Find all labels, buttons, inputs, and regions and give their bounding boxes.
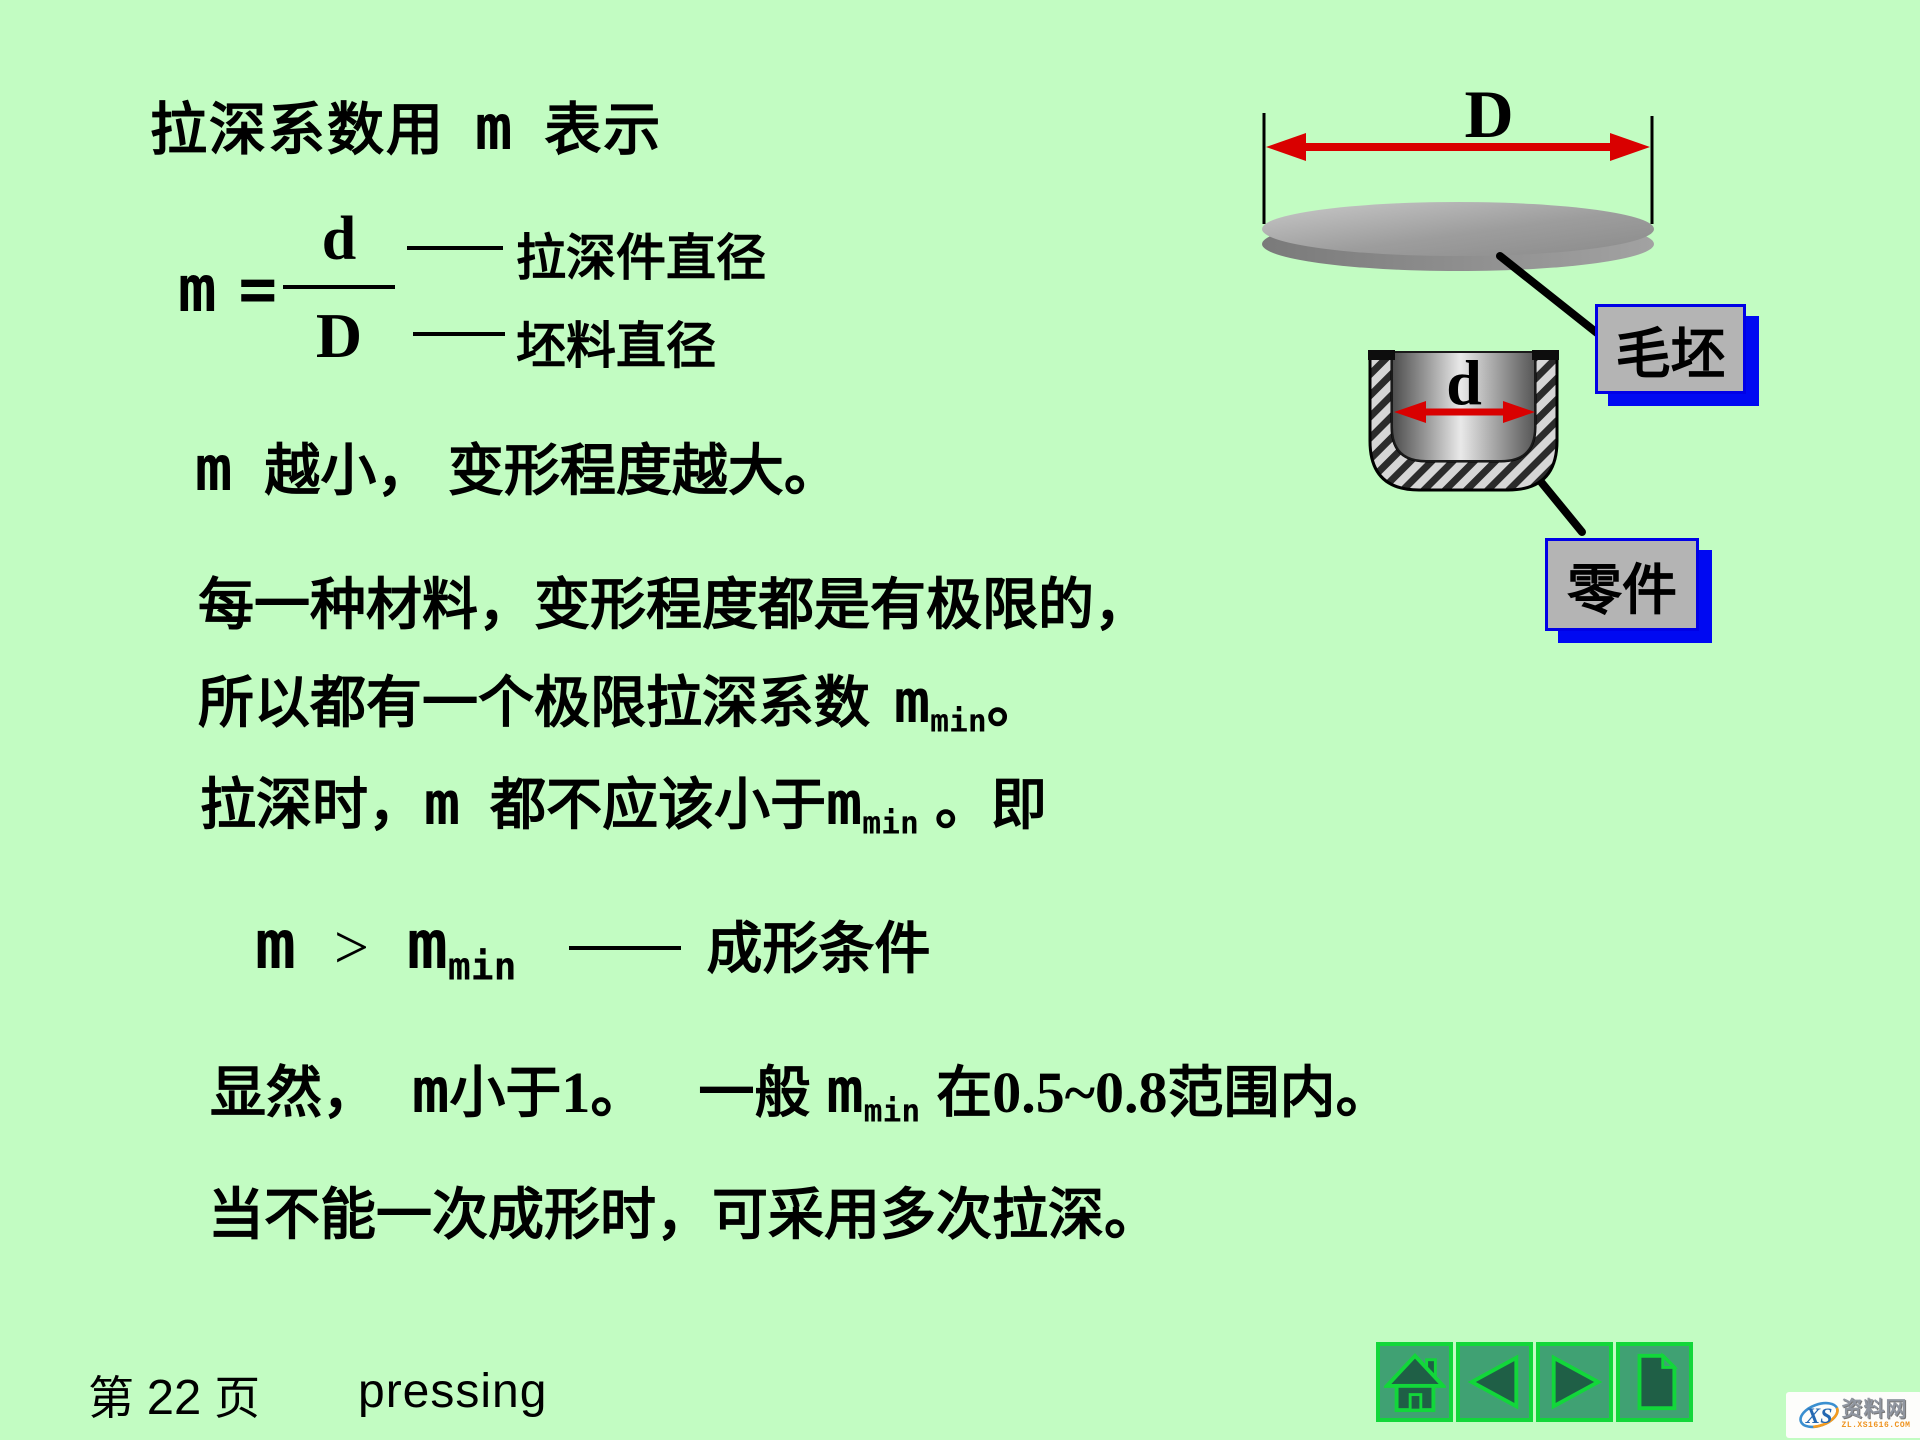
- line5-p5: 在: [936, 1061, 993, 1124]
- nav-home-button[interactable]: [1376, 1342, 1453, 1422]
- callout-blank: 毛坯: [1595, 304, 1746, 394]
- text-line-1: m 越小， 变形程度越大。: [195, 426, 840, 507]
- line3-post: 。: [986, 671, 1043, 734]
- cup-wall-top-right: [1532, 350, 1559, 360]
- line5-p3: 。: [590, 1061, 647, 1124]
- line5-p4: 一般: [698, 1061, 811, 1124]
- text-line-2: 每一种材料，变形程度都是有极限的，: [198, 573, 1150, 636]
- blank-disc-graphic: [1262, 202, 1654, 271]
- xs-swirl-icon: XS: [1798, 1401, 1839, 1429]
- cup-interior: [1391, 351, 1536, 462]
- annotation-dash-bottom: [413, 332, 505, 336]
- line5-m: m: [412, 1054, 450, 1127]
- watermark-xs: XS: [1804, 1404, 1832, 1428]
- dim-label-d: d: [1446, 347, 1482, 418]
- next-arrow-icon: [1551, 1354, 1602, 1410]
- dim-arrowhead-right: [1610, 133, 1650, 161]
- line3-sub: min: [930, 703, 987, 740]
- line5-sub: min: [863, 1093, 921, 1130]
- nav-document-button[interactable]: [1616, 1342, 1693, 1422]
- watermark-name: 资料网: [1841, 1397, 1908, 1421]
- watermark-url: ZL.XS1616.COM: [1841, 1420, 1911, 1430]
- formula-m: m: [178, 253, 217, 327]
- line4-pre: 拉深时，: [200, 773, 424, 836]
- condition-m: m: [255, 906, 296, 985]
- condition-m2: m: [406, 906, 448, 985]
- line5-p6: 范围内。: [1167, 1061, 1392, 1124]
- line4-m: m: [424, 769, 461, 839]
- condition-sub: min: [447, 944, 517, 989]
- text-line-3: 所以都有一个极限拉深系数 mmin。: [198, 658, 1043, 739]
- watermark-text: 资料网 ZL.XS1616.COM: [1842, 1399, 1911, 1431]
- annotation-dash-top: [407, 246, 503, 250]
- title-post: 表示: [544, 98, 663, 162]
- line3-m: m: [894, 667, 931, 737]
- line5-n2: 0.5~0.8: [992, 1060, 1168, 1125]
- line5-p1: 显然，: [210, 1061, 378, 1124]
- page-prefix: 第: [88, 1372, 134, 1424]
- annotation-drawn-part-diameter: 拉深件直径: [516, 230, 766, 286]
- page-number: 第 22 页: [88, 1362, 260, 1428]
- drawn-cup-graphic: d: [1368, 347, 1559, 492]
- document-icon: [1637, 1352, 1678, 1411]
- formula-numerator: d: [321, 205, 357, 273]
- dim-label-D: D: [1464, 76, 1513, 152]
- condition-label: 成形条件: [706, 917, 931, 980]
- page-number-value: 22: [146, 1371, 202, 1425]
- line4-post: 。即: [934, 773, 1047, 836]
- dimension-D: D: [1262, 76, 1654, 224]
- line4-mid: 都不应该小于: [490, 773, 827, 836]
- page-title: 拉深系数用 m 表示: [150, 84, 662, 166]
- line3-pre: 所以都有一个极限拉深系数: [198, 671, 870, 734]
- annotation-blank-diameter: 坯料直径: [516, 318, 716, 374]
- leader-line-blank: [1496, 252, 1601, 337]
- fraction-bar: [283, 285, 395, 289]
- dim-d-arrowhead-left: [1394, 401, 1426, 423]
- watermark-logo: XS 资料网 ZL.XS1616.COM: [1786, 1392, 1920, 1438]
- line4-sub: min: [862, 805, 919, 842]
- dim-arrowhead-left: [1266, 133, 1306, 161]
- cup-wall-top-left: [1368, 350, 1395, 360]
- formula-denominator: D: [315, 300, 363, 371]
- nav-previous-button[interactable]: [1456, 1342, 1533, 1422]
- line1-m: m: [195, 432, 233, 505]
- title-symbol-m: m: [475, 91, 515, 164]
- previous-arrow-icon: [1467, 1354, 1518, 1410]
- formula-equals: =: [238, 253, 278, 327]
- line5-m2: m: [826, 1054, 864, 1127]
- disc-top-face: [1262, 202, 1654, 256]
- formula-lhs: m=: [178, 258, 277, 322]
- footer-subtitle: pressing: [358, 1365, 548, 1418]
- page-suffix: 页: [214, 1372, 261, 1424]
- line5-n1: 1: [561, 1060, 591, 1125]
- home-icon: [1383, 1353, 1446, 1413]
- dim-d-arrowhead-right: [1503, 401, 1535, 423]
- title-pre: 拉深系数用: [150, 98, 445, 162]
- line1-text: 越小， 变形程度越大。: [264, 439, 840, 502]
- condition-dash: [568, 946, 681, 950]
- line4-m2: m: [826, 769, 863, 839]
- line5-p2: 小于: [449, 1061, 562, 1124]
- nav-next-button[interactable]: [1536, 1342, 1613, 1422]
- text-line-6: 当不能一次成形时，可采用多次拉深。: [208, 1183, 1160, 1246]
- callout-part: 零件: [1545, 538, 1699, 631]
- greater-than-sign: >: [333, 914, 369, 982]
